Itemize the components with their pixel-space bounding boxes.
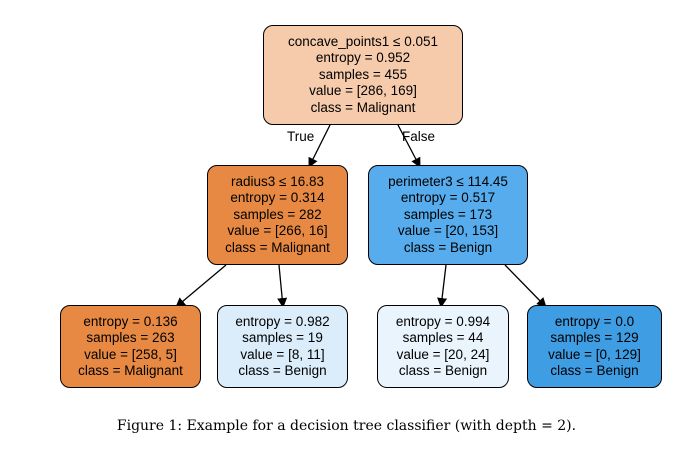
node-value: value = [266, 16] bbox=[227, 223, 328, 239]
edge-root-left bbox=[308, 124, 331, 168]
edge-root-right bbox=[397, 124, 421, 168]
node-class: class = Malignant bbox=[78, 363, 183, 378]
node-samples: samples = 19 bbox=[242, 330, 323, 345]
node-class: class = Benign bbox=[238, 363, 327, 378]
node-value: value = [286, 169] bbox=[309, 83, 417, 99]
tree-node-root: concave_points1 ≤ 0.051 entropy = 0.952 … bbox=[263, 25, 463, 125]
node-entropy: entropy = 0.994 bbox=[395, 313, 491, 329]
edge-right-leaf4 bbox=[504, 264, 547, 308]
node-class: class = Benign bbox=[550, 363, 639, 378]
node-samples: samples = 455 bbox=[318, 66, 408, 82]
node-class: class = Malignant bbox=[310, 99, 416, 115]
node-class: class = Malignant bbox=[225, 239, 330, 255]
node-samples: samples = 44 bbox=[402, 330, 484, 345]
tree-node-right: perimeter3 ≤ 114.45 entropy = 0.517 samp… bbox=[368, 165, 528, 265]
edge-right-leaf3 bbox=[437, 264, 448, 308]
edge-label-true: True bbox=[287, 129, 315, 144]
node-value: value = [8, 11] bbox=[240, 346, 325, 362]
edge-left-leaf1 bbox=[175, 264, 227, 308]
node-entropy: entropy = 0.136 bbox=[83, 313, 178, 329]
tree-node-leaf-4: entropy = 0.0 samples = 129 value = [0, … bbox=[527, 305, 662, 388]
node-class: class = Benign bbox=[403, 239, 493, 255]
edge-label-false: False bbox=[402, 129, 436, 144]
figure-caption: Figure 1: Example for a decision tree cl… bbox=[116, 418, 577, 434]
node-class: class = Benign bbox=[398, 363, 488, 378]
node-samples: samples = 263 bbox=[86, 330, 175, 345]
node-split: radius3 ≤ 16.83 bbox=[231, 173, 324, 189]
node-split: perimeter3 ≤ 114.45 bbox=[388, 173, 508, 189]
tree-node-left: radius3 ≤ 16.83 entropy = 0.314 samples … bbox=[207, 165, 348, 265]
node-split: concave_points1 ≤ 0.051 bbox=[287, 33, 439, 49]
node-samples: samples = 173 bbox=[403, 206, 493, 222]
node-entropy: entropy = 0.982 bbox=[235, 313, 330, 329]
edge-left-leaf2 bbox=[277, 264, 288, 308]
node-samples: samples = 282 bbox=[233, 206, 322, 222]
tree-node-leaf-2: entropy = 0.982 samples = 19 value = [8,… bbox=[217, 305, 348, 388]
node-value: value = [20, 153] bbox=[397, 223, 499, 239]
node-value: value = [0, 129] bbox=[548, 346, 641, 362]
node-entropy: entropy = 0.517 bbox=[400, 190, 496, 206]
node-entropy: entropy = 0.952 bbox=[315, 50, 411, 66]
node-entropy: entropy = 0.314 bbox=[230, 190, 325, 206]
node-samples: samples = 129 bbox=[550, 330, 639, 345]
tree-node-leaf-3: entropy = 0.994 samples = 44 value = [20… bbox=[377, 305, 509, 388]
node-entropy: entropy = 0.0 bbox=[554, 313, 635, 329]
node-value: value = [258, 5] bbox=[84, 346, 177, 362]
node-value: value = [20, 24] bbox=[396, 346, 490, 362]
tree-node-leaf-1: entropy = 0.136 samples = 263 value = [2… bbox=[60, 305, 201, 388]
